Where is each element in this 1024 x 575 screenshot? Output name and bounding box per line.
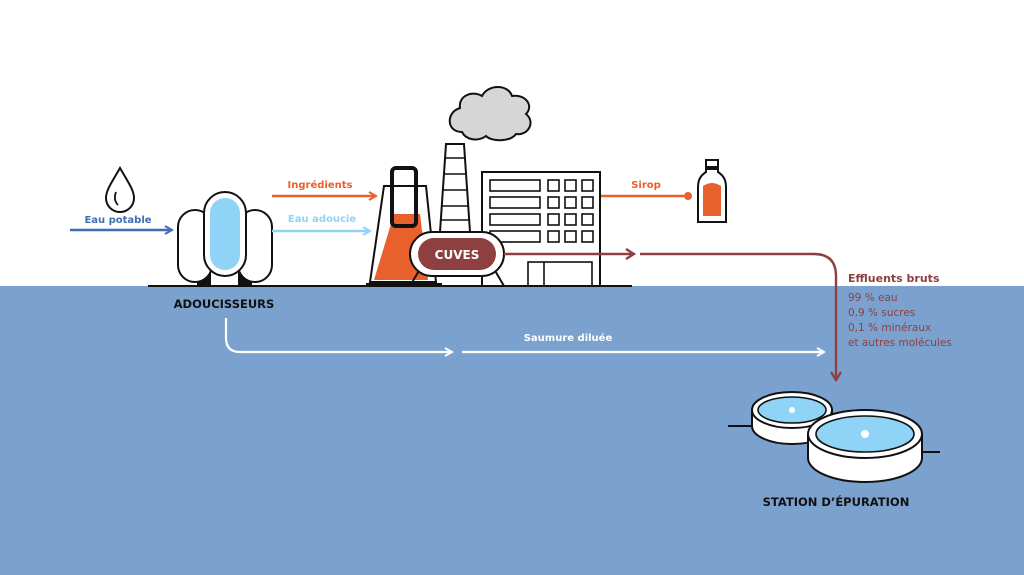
- label-adoucisseurs: ADOUCISSEURS: [174, 297, 275, 311]
- effluents-line: 99 % eau: [848, 292, 898, 304]
- label-effluents-title: Effluents bruts: [848, 272, 940, 285]
- syrup-bottle-icon: [697, 159, 727, 223]
- effluents-line: 0,1 % minéraux: [848, 322, 931, 334]
- smoke-cloud-icon: [448, 86, 532, 142]
- arrow-effluents: [640, 252, 836, 380]
- label-ingredients: Ingrédients: [288, 179, 353, 191]
- label-sirop: Sirop: [631, 180, 661, 191]
- station-epuration-icon: [728, 391, 940, 483]
- label-saumure: Saumure diluée: [524, 332, 613, 344]
- effluents-line: 0,9 % sucres: [848, 307, 915, 319]
- label-eau-adoucie: Eau adoucie: [288, 214, 356, 225]
- label-station: STATION D’ÉPURATION: [763, 494, 910, 509]
- factory-building-icon: [481, 171, 601, 287]
- label-cuves: CUVES: [435, 248, 480, 262]
- water-drop-icon: [104, 165, 136, 213]
- arrow-saumure-start: [224, 318, 452, 352]
- adoucisseurs-icon: [177, 191, 273, 286]
- sirop-arrow-dot: [684, 192, 692, 200]
- cuves-tank-icon: [409, 231, 505, 287]
- effluents-line: et autres molécules: [848, 337, 952, 349]
- label-eau-potable: Eau potable: [84, 215, 151, 226]
- chimney-icon: [438, 143, 472, 233]
